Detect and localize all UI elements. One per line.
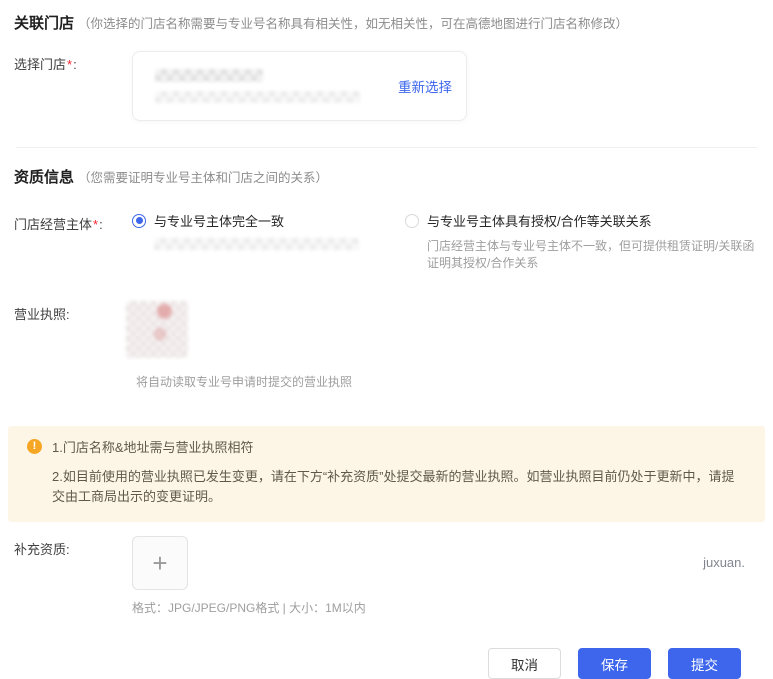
business-license-content: 将自动读取专业号申请时提交的营业执照 bbox=[126, 301, 353, 390]
business-license-hint: 将自动读取专业号申请时提交的营业执照 bbox=[136, 375, 353, 389]
radio-unselected-icon[interactable] bbox=[405, 213, 419, 228]
operating-entity-row: 门店经营主体*: 与专业号主体完全一致 与专业号主体具有授权/合作等关联关系 门… bbox=[14, 211, 759, 271]
radio-option-authorized-label: 与专业号主体具有授权/合作等关联关系 bbox=[427, 214, 652, 229]
operating-entity-label-text: 门店经营主体 bbox=[14, 217, 93, 232]
business-license-label: 营业执照: bbox=[14, 307, 70, 322]
upload-format-hint: 格式：JPG/JPEG/PNG格式 | 大小：1M以内 bbox=[132, 601, 366, 616]
radio-option-identical-entity[interactable]: 与专业号主体完全一致 bbox=[132, 211, 359, 230]
operating-entity-options: 与专业号主体完全一致 与专业号主体具有授权/合作等关联关系 门店经营主体与专业号… bbox=[132, 211, 759, 271]
option-identical-column: 与专业号主体完全一致 bbox=[132, 211, 359, 271]
section-title-associated-store: 关联门店 bbox=[14, 15, 75, 32]
radio-option-authorized-entity[interactable]: 与专业号主体具有授权/合作等关联关系 bbox=[405, 211, 759, 230]
cancel-button[interactable]: 取消 bbox=[488, 648, 561, 679]
section-title-qualification: 资质信息 bbox=[14, 169, 75, 186]
associated-store-header: 关联门店 （你选择的门店名称需要与专业号名称具有相关性，如无相关性，可在高德地图… bbox=[14, 12, 759, 33]
section-divider bbox=[16, 147, 757, 148]
business-license-row: 营业执照: 将自动读取专业号申请时提交的营业执照 bbox=[14, 301, 759, 390]
required-asterisk: * bbox=[93, 217, 99, 232]
supplement-upload-content: + 格式：JPG/JPEG/PNG格式 | 大小：1M以内 bbox=[132, 536, 366, 616]
option-authorized-column: 与专业号主体具有授权/合作等关联关系 门店经营主体与专业号主体不一致，但可提供租… bbox=[405, 211, 759, 271]
redacted-store-name bbox=[155, 69, 263, 82]
required-asterisk: * bbox=[67, 57, 73, 72]
redacted-store-address bbox=[155, 91, 360, 103]
operating-entity-label: 门店经营主体*: bbox=[14, 211, 132, 233]
upload-button[interactable]: + bbox=[132, 536, 188, 591]
save-button[interactable]: 保存 bbox=[578, 648, 651, 679]
radio-selected-icon[interactable] bbox=[132, 213, 146, 228]
license-notice-box: ! 1.门店名称&地址需与营业执照相符 2.如目前使用的营业执照已发生变更，请在… bbox=[8, 426, 765, 523]
form-footer: 取消 保存 提交 bbox=[14, 648, 759, 679]
supplement-qualification-row: 补充资质: + 格式：JPG/JPEG/PNG格式 | 大小：1M以内 bbox=[14, 536, 759, 616]
reselect-store-link[interactable]: 重新选择 bbox=[398, 80, 452, 95]
selected-store-card: 重新选择 bbox=[132, 51, 467, 121]
associated-store-note: （你选择的门店名称需要与专业号名称具有相关性，如无相关性，可在高德地图进行门店名… bbox=[78, 17, 629, 31]
notice-line-1: 1.门店名称&地址需与营业执照相符 bbox=[52, 440, 254, 455]
selected-store-info bbox=[155, 69, 360, 103]
qualification-header: 资质信息 （您需要证明专业号主体和门店之间的关系） bbox=[14, 166, 759, 187]
redacted-entity-name bbox=[154, 238, 359, 250]
select-store-row: 选择门店*: 重新选择 bbox=[14, 51, 759, 121]
submit-button[interactable]: 提交 bbox=[668, 648, 741, 679]
radio-option-identical-label: 与专业号主体完全一致 bbox=[154, 214, 285, 229]
notice-line-2: 2.如目前使用的营业执照已发生变更，请在下方“补充资质”处提交最新的营业执照。如… bbox=[52, 469, 735, 505]
select-store-label-text: 选择门店 bbox=[14, 57, 67, 72]
warning-icon: ! bbox=[27, 439, 42, 454]
label-colon: : bbox=[73, 57, 77, 72]
qualification-note: （您需要证明专业号主体和门店之间的关系） bbox=[78, 171, 329, 185]
label-colon: : bbox=[99, 217, 103, 232]
supplement-qualification-label: 补充资质: bbox=[14, 542, 70, 558]
select-store-label: 选择门店*: bbox=[14, 51, 132, 73]
business-license-thumbnail[interactable] bbox=[126, 301, 188, 358]
plus-icon: + bbox=[152, 547, 168, 578]
authorized-entity-hint: 门店经营主体与专业号主体不一致，但可提供租赁证明/关联函证明其授权/合作关系 bbox=[427, 239, 755, 270]
